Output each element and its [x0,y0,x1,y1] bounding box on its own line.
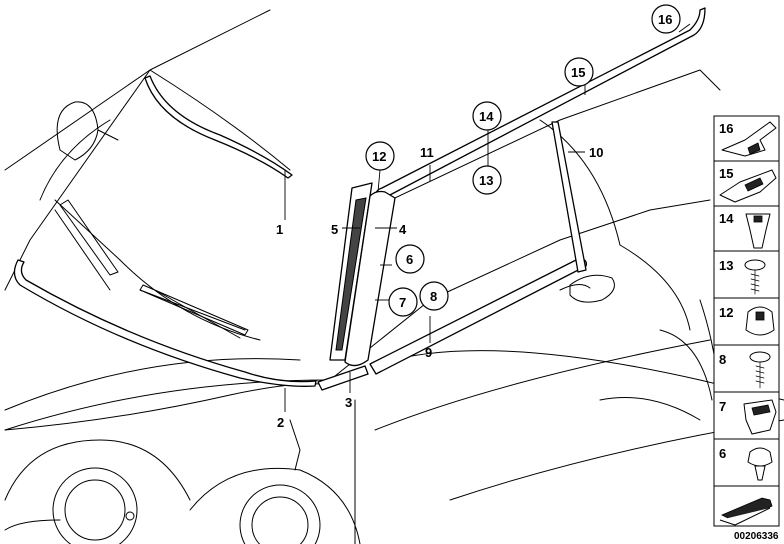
part-3-pillar-base [317,365,369,391]
circle-13 [472,165,502,195]
legend-part-6-clip-icon [754,465,766,481]
car-body-outline [4,9,784,544]
label-1: 1 [276,222,283,237]
legend-label-8: 8 [719,352,726,367]
circle-14 [472,101,502,131]
label-13: 13 [479,173,493,188]
circle-7 [388,287,418,317]
part-1-windscreen-moulding [144,75,293,179]
legend-label-12: 12 [719,305,733,320]
legend-part-6-icon [747,447,773,467]
label-3: 3 [345,395,352,410]
leader-lines [284,23,691,412]
legend-part-15-detail-icon [744,177,764,192]
part-5-a-pillar-detail [335,197,367,351]
circle-15 [564,57,594,87]
label-4: 4 [399,222,407,237]
circle-8 [419,281,449,311]
legend-part-13-icon [744,259,766,271]
legend-part-12-icon [745,306,775,336]
legend-label-6: 6 [719,446,726,461]
circle-16 [651,4,681,34]
legend-label-15: 15 [719,166,733,181]
legend-part-12-detail-icon [755,311,765,321]
legend-part-7-detail-icon [751,404,771,416]
circle-12 [365,141,395,171]
part-2-cowl-trim [13,259,317,387]
label-14: 14 [479,109,494,124]
part-10-window-trim [551,121,587,273]
circle-6 [395,244,425,274]
legend-part-16-detail-icon [747,142,761,155]
label-7: 7 [399,295,406,310]
legend-label-16: 16 [719,121,733,136]
legend-part-14-detail-icon [753,215,763,223]
legend-label-7: 7 [719,399,726,414]
label-6: 6 [406,252,413,267]
legend-part-8-thread-icon [755,361,765,389]
legend-part-8-icon [749,351,771,363]
part-11-roof-moulding [374,7,706,206]
legend-part-14-icon [745,213,771,249]
fastener-legend: 16 15 14 13 12 8 7 6 [713,115,780,527]
label-8: 8 [430,289,437,304]
label-12: 12 [372,149,386,164]
label-2: 2 [277,415,284,430]
legend-part-13-thread-icon [750,269,760,295]
label-9: 9 [425,345,432,360]
legend-cell-8 [713,344,780,393]
label-5: 5 [331,222,338,237]
label-16: 16 [658,12,672,27]
arrow-outline-icon [719,507,771,526]
diagram-code: 00206336 [734,531,779,542]
label-15: 15 [571,65,585,80]
label-11: 11 [420,145,434,160]
label-10: 10 [589,145,603,160]
part-4-a-pillar-outer [344,190,396,367]
legend-part-16-icon [721,121,777,157]
legend-cell-13 [713,250,780,299]
legend-label-14: 14 [719,211,734,226]
legend-label-13: 13 [719,258,733,273]
